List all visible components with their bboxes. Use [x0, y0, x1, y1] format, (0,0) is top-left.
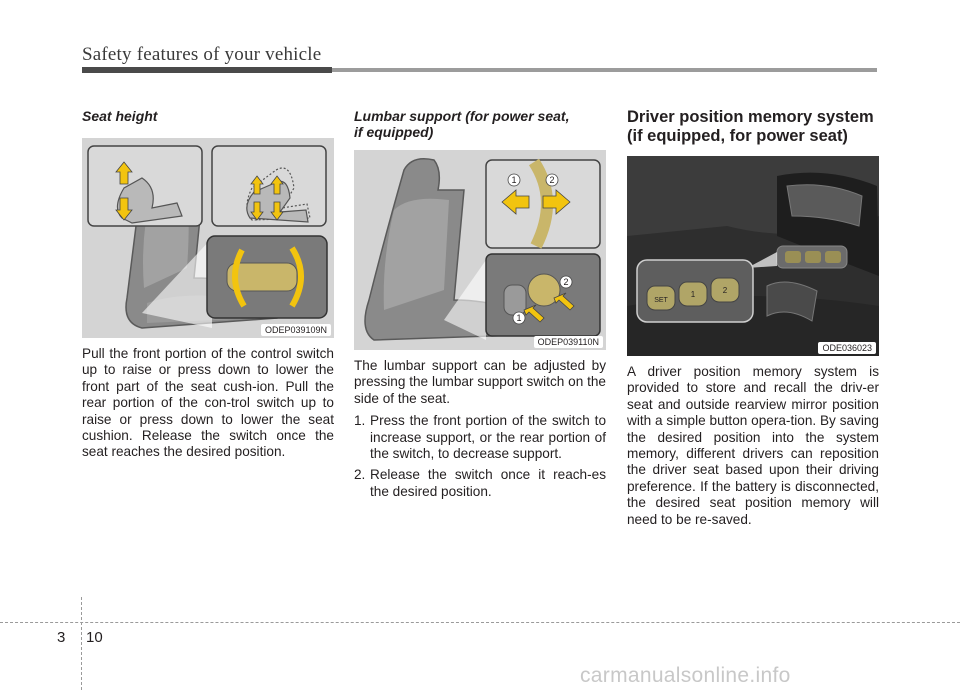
seat-height-section: Seat height ODE	[82, 108, 334, 461]
lumbar-illustration: 1 2 1 2	[354, 150, 606, 350]
lumbar-callout-1-top: 1	[511, 175, 516, 185]
lumbar-callout-2-bottom: 2	[563, 277, 568, 287]
lumbar-body: The lumbar support can be adjusted by pr…	[354, 358, 606, 406]
lumbar-callout-1-bottom: 1	[516, 313, 521, 323]
memory-title-line1: Driver position memory system	[627, 108, 874, 126]
memory-button-1-label: 1	[691, 290, 696, 299]
memory-figure: SET 1 2 ODE036023	[627, 156, 879, 356]
page-header-title: Safety features of your vehicle	[82, 44, 322, 65]
page-section-number: 3	[57, 629, 66, 646]
step-text: Release the switch once it reach-es the …	[370, 467, 606, 499]
seat-height-title: Seat height	[82, 108, 158, 124]
memory-body: A driver position memory system is provi…	[627, 364, 879, 527]
footer-rule	[0, 622, 960, 623]
lumbar-callout-2-top: 2	[549, 175, 554, 185]
lumbar-figure: 1 2 1 2 ODEP039110N	[354, 150, 606, 350]
step-number: 2.	[354, 467, 366, 483]
lumbar-title-line1: Lumbar support (for power seat,	[354, 108, 570, 124]
seat-height-figure: ODEP039109N	[82, 138, 334, 338]
memory-button-2-label: 2	[723, 286, 728, 295]
list-item: 2. Release the switch once it reach-es t…	[354, 467, 606, 500]
seat-height-illustration	[82, 138, 334, 338]
step-number: 1.	[354, 413, 366, 429]
memory-title-line2: (if equipped, for power seat)	[627, 127, 848, 145]
watermark: carmanualsonline.info	[580, 664, 791, 687]
lumbar-section: Lumbar support (for power seat, if equip…	[354, 108, 606, 505]
memory-section: Driver position memory system (if equipp…	[627, 108, 879, 528]
seat-height-body: Pull the front portion of the control sw…	[82, 346, 334, 460]
header-rule-accent	[82, 67, 332, 73]
page-number: 10	[86, 629, 103, 646]
seat-height-figure-code: ODEP039109N	[260, 324, 331, 336]
footer-divider	[81, 597, 82, 690]
memory-illustration: SET 1 2	[627, 156, 879, 356]
step-text: Press the front portion of the switch to…	[370, 413, 606, 462]
header-rule	[82, 68, 877, 72]
memory-button-set-label: SET	[654, 297, 668, 304]
list-item: 1. Press the front portion of the switch…	[354, 413, 606, 462]
lumbar-figure-code: ODEP039110N	[533, 336, 603, 348]
lumbar-title-line2: if equipped)	[354, 124, 434, 140]
lumbar-steps: 1. Press the front portion of the switch…	[354, 413, 606, 500]
memory-figure-code: ODE036023	[818, 342, 876, 354]
